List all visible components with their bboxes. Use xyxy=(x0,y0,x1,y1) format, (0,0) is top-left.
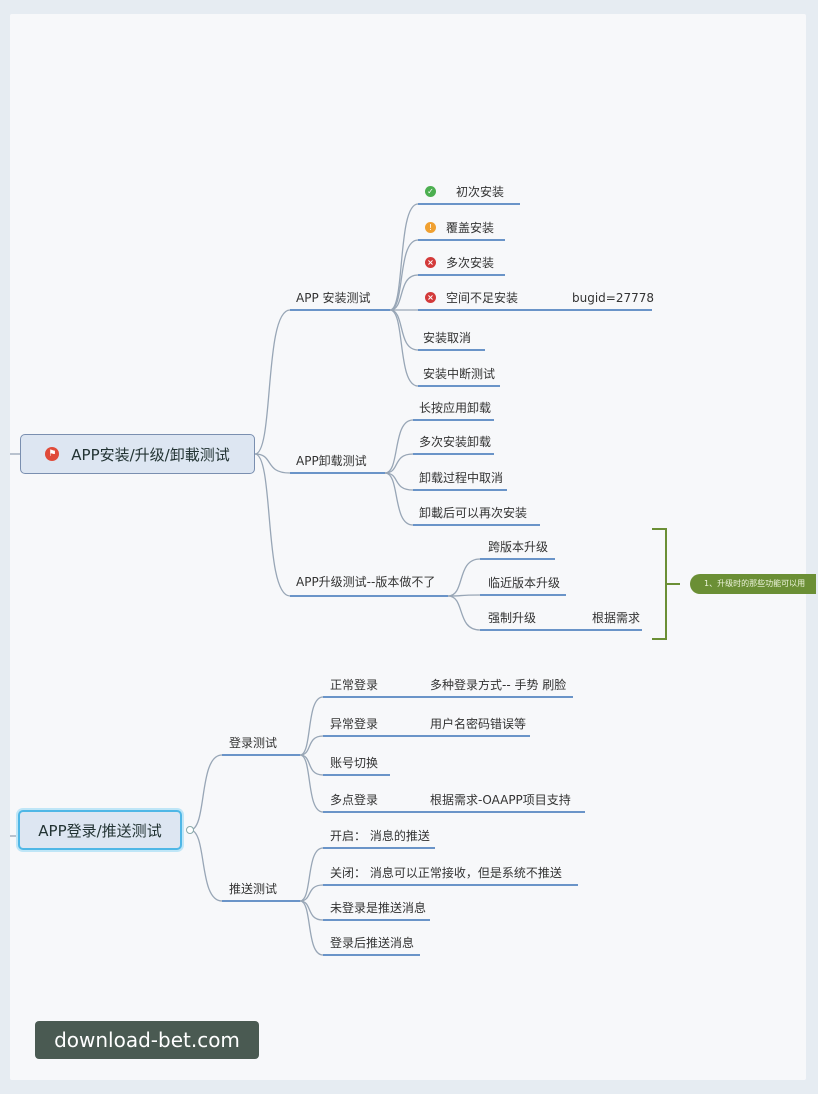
summary-bracket xyxy=(652,528,680,640)
link-root2-push xyxy=(189,829,223,902)
watermark-text: download-bet.com xyxy=(54,1028,240,1052)
link-login-multi xyxy=(299,754,324,813)
node-uninstall-cancel[interactable]: 卸载过程中取消 xyxy=(419,471,504,485)
link-install-overwrite xyxy=(389,239,419,311)
collapse-toggle-icon[interactable] xyxy=(186,826,194,834)
node-install-interrupt[interactable]: 安装中断测试 xyxy=(423,367,496,381)
link-uninstall-multi xyxy=(384,453,414,474)
node-push-on[interactable]: 开启： 消息的推送 xyxy=(330,829,430,843)
node-low-space-install[interactable]: 空间不足安装 xyxy=(446,291,519,305)
node-force-upgrade[interactable]: 强制升级 xyxy=(488,611,537,625)
link-login-abnormal xyxy=(299,735,324,756)
root-node-install-upgrade-uninstall[interactable]: ⚑ APP安装/升级/卸載测试 xyxy=(20,434,255,474)
link-install-multi xyxy=(389,274,419,311)
link-upgrade-force xyxy=(447,595,481,631)
node-login-methods[interactable]: 多种登录方式-- 手势 刷脸 xyxy=(430,678,567,692)
link-upgrade-cross xyxy=(447,558,481,597)
node-uninstall[interactable]: APP卸载测试 xyxy=(296,454,367,468)
node-first-install[interactable]: 初次安装 xyxy=(456,185,505,199)
link-uninstall-reinstall xyxy=(384,472,414,526)
link-push-on xyxy=(299,847,324,902)
note-label: 1、升级时的那些功能可以用 xyxy=(704,579,806,588)
root-label: APP安装/升级/卸載测试 xyxy=(71,445,230,464)
link-root2-login xyxy=(189,754,223,831)
node-reinstall-after-uninstall[interactable]: 卸載后可以再次安装 xyxy=(419,506,528,520)
node-account-switch[interactable]: 账号切换 xyxy=(330,756,379,770)
node-abnormal-login[interactable]: 异常登录 xyxy=(330,717,379,731)
link-push-after xyxy=(299,900,324,956)
node-push-off[interactable]: 关闭： 消息可以正常接收，但是系统不推送 xyxy=(330,866,562,880)
node-push[interactable]: 推送测试 xyxy=(229,882,278,896)
link-root1-upgrade xyxy=(254,453,291,597)
root-node-login-push[interactable]: APP登录/推送测试 xyxy=(18,810,182,850)
node-oa-support[interactable]: 根据需求-OAAPP项目支持 xyxy=(430,793,571,807)
link-root1-uninstall xyxy=(254,453,291,474)
link-login-normal xyxy=(299,696,324,756)
node-by-requirement[interactable]: 根据需求 xyxy=(592,611,641,625)
mindmap-canvas: ⚑ APP安装/升级/卸載测试 APP 安装测试 APP卸载测试 APP升级测试… xyxy=(10,14,816,1080)
cross-icon: × xyxy=(425,257,436,268)
link-push-off xyxy=(299,884,324,902)
node-wrong-credentials[interactable]: 用户名密码错误等 xyxy=(430,717,527,731)
link-install-interrupt xyxy=(389,309,419,387)
node-login[interactable]: 登录测试 xyxy=(229,736,278,750)
link-uninstall-long xyxy=(384,419,414,474)
node-overwrite-install[interactable]: 覆盖安装 xyxy=(446,221,495,235)
node-bug-id[interactable]: bugid=27778 xyxy=(572,291,655,305)
node-after-login-push[interactable]: 登录后推送消息 xyxy=(330,936,415,950)
cross-icon: × xyxy=(425,292,436,303)
node-adjacent-version-upgrade[interactable]: 临近版本升级 xyxy=(488,576,561,590)
node-multi-install-uninstall[interactable]: 多次安装卸载 xyxy=(419,435,492,449)
node-multi-install[interactable]: 多次安装 xyxy=(446,256,495,270)
check-icon: ✓ xyxy=(425,186,436,197)
flag-icon: ⚑ xyxy=(45,447,60,461)
node-install[interactable]: APP 安装测试 xyxy=(296,291,371,305)
node-multi-device-login[interactable]: 多点登录 xyxy=(330,793,379,807)
node-normal-login[interactable]: 正常登录 xyxy=(330,678,379,692)
link-install-first xyxy=(389,203,419,311)
root-label: APP登录/推送测试 xyxy=(38,821,162,840)
watermark-badge: download-bet.com xyxy=(35,1021,259,1059)
node-upgrade[interactable]: APP升级测试--版本做不了 xyxy=(296,575,436,589)
link-login-switch xyxy=(299,754,324,776)
link-root1-install xyxy=(254,309,291,455)
upgrade-note-callout[interactable]: 1、升级时的那些功能可以用 xyxy=(690,574,816,594)
link-push-notlogged xyxy=(299,900,324,921)
warning-icon: ! xyxy=(425,222,436,233)
node-long-press-uninstall[interactable]: 长按应用卸载 xyxy=(419,401,492,415)
connector-lines xyxy=(10,203,680,956)
link-install-cancel xyxy=(389,309,419,351)
node-install-cancel[interactable]: 安装取消 xyxy=(423,331,472,345)
node-cross-version-upgrade[interactable]: 跨版本升级 xyxy=(488,540,549,554)
node-not-logged-push[interactable]: 未登录是推送消息 xyxy=(330,901,427,915)
